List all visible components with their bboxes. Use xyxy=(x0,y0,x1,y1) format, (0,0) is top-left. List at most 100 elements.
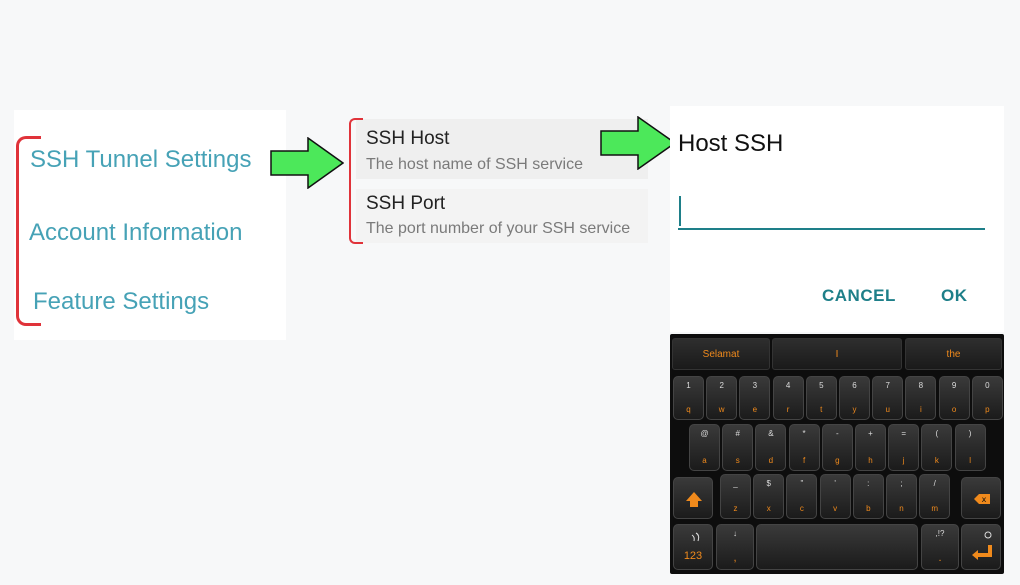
key-b-top: : xyxy=(867,479,870,488)
key-i-top: 8 xyxy=(918,381,924,390)
comma-key[interactable]: ↓ , xyxy=(716,524,754,570)
key-h-top: + xyxy=(868,429,873,438)
key-e-top: 3 xyxy=(752,381,758,390)
enter-icon xyxy=(972,531,992,560)
key-o-top: 9 xyxy=(951,381,957,390)
key-m[interactable]: /m xyxy=(919,474,951,519)
text-cursor xyxy=(679,196,681,226)
key-x-bottom: x xyxy=(766,504,771,513)
key-a[interactable]: @a xyxy=(689,424,720,471)
key-s-bottom: s xyxy=(735,456,740,465)
key-z-bottom: z xyxy=(733,504,738,513)
cancel-button[interactable]: CANCEL xyxy=(822,286,896,305)
key-b[interactable]: :b xyxy=(852,474,884,519)
key-a-top: @ xyxy=(700,429,709,438)
key-a-bottom: a xyxy=(702,456,707,465)
key-u-top: 7 xyxy=(885,381,890,390)
key-b-bottom: b xyxy=(866,504,871,513)
key-d[interactable]: &d xyxy=(755,424,787,471)
shift-arrow-icon xyxy=(686,492,702,507)
key-f-bottom: f xyxy=(802,456,806,465)
category-account-information[interactable]: Account Information xyxy=(29,219,243,246)
key-j-bottom: j xyxy=(902,456,905,465)
ssh-settings-list: SSH Host The host name of SSH service SS… xyxy=(348,115,650,244)
key-p-top: 0 xyxy=(985,381,990,390)
dialog-title: Host SSH xyxy=(678,130,784,157)
period-key-top: ,!? xyxy=(935,529,945,538)
key-n[interactable]: ;n xyxy=(886,474,917,519)
key-g-bottom: g xyxy=(835,456,840,465)
ok-button[interactable]: OK xyxy=(941,286,968,305)
ssh-host-title: SSH Host xyxy=(366,128,450,149)
key-v-bottom: v xyxy=(833,504,838,513)
list-item-ssh-port[interactable]: SSH Port The port number of your SSH ser… xyxy=(356,189,648,243)
ssh-port-subtitle: The port number of your SSH service xyxy=(366,220,631,237)
suggestion-2[interactable]: I xyxy=(772,338,902,370)
hand-wave-icon xyxy=(691,532,700,542)
key-t-top: 5 xyxy=(819,381,824,390)
comma-key-top: ↓ xyxy=(733,529,737,538)
key-f[interactable]: *f xyxy=(788,424,820,471)
key-l[interactable]: )l xyxy=(954,424,986,471)
key-v[interactable]: 'v xyxy=(819,474,851,519)
numbers-key[interactable]: 123 xyxy=(673,524,713,570)
key-m-bottom: m xyxy=(931,504,939,513)
key-u-bottom: u xyxy=(885,405,890,414)
key-o-bottom: o xyxy=(951,405,957,414)
space-key[interactable] xyxy=(756,524,918,570)
key-l-bottom: l xyxy=(969,456,971,465)
period-key[interactable]: ,!? . xyxy=(921,524,959,570)
key-c-top: " xyxy=(800,479,804,488)
category-feature-settings[interactable]: Feature Settings xyxy=(33,288,210,315)
key-t-bottom: t xyxy=(820,405,823,414)
enter-key[interactable] xyxy=(961,524,1001,570)
shift-key[interactable] xyxy=(673,477,713,519)
key-c[interactable]: "c xyxy=(786,474,818,519)
key-c-bottom: c xyxy=(799,504,804,513)
key-x-top: $ xyxy=(766,479,771,488)
key-n-bottom: n xyxy=(899,504,904,513)
settings-categories-panel: SSH Tunnel Settings Account Information … xyxy=(14,110,286,340)
key-z[interactable]: _z xyxy=(720,474,751,519)
category-ssh-tunnel-settings[interactable]: SSH Tunnel Settings xyxy=(30,146,252,173)
key-j[interactable]: =j xyxy=(888,424,920,471)
list-item-ssh-host[interactable]: SSH Host The host name of SSH service xyxy=(356,119,648,179)
host-input[interactable] xyxy=(678,194,985,230)
key-k[interactable]: (k xyxy=(921,424,953,471)
key-h-bottom: h xyxy=(868,456,873,465)
key-y-bottom: y xyxy=(852,405,857,414)
key-q-top: 1 xyxy=(686,381,691,390)
key-k-bottom: k xyxy=(934,456,939,465)
key-x[interactable]: $x xyxy=(753,474,785,519)
key-w-top: 2 xyxy=(719,381,724,390)
key-q-bottom: q xyxy=(686,405,691,414)
key-i-bottom: i xyxy=(920,405,922,414)
key-d-bottom: d xyxy=(768,456,774,465)
suggestion-3[interactable]: the xyxy=(905,338,1002,370)
key-h[interactable]: +h xyxy=(855,424,886,471)
key-s[interactable]: #s xyxy=(722,424,754,471)
key-e-bottom: e xyxy=(752,405,758,414)
key-g[interactable]: -g xyxy=(821,424,853,471)
backspace-key[interactable]: x xyxy=(961,477,1001,519)
red-bracket xyxy=(349,118,363,244)
backspace-icon: x xyxy=(974,494,990,504)
key-y-top: 6 xyxy=(852,381,857,390)
key-k-top: ( xyxy=(935,429,939,438)
suggestion-1[interactable]: Selamat xyxy=(672,338,770,370)
green-arrow-icon xyxy=(600,116,676,170)
key-r-bottom: r xyxy=(786,405,790,414)
red-bracket xyxy=(16,136,41,326)
key-p-bottom: p xyxy=(985,405,990,414)
